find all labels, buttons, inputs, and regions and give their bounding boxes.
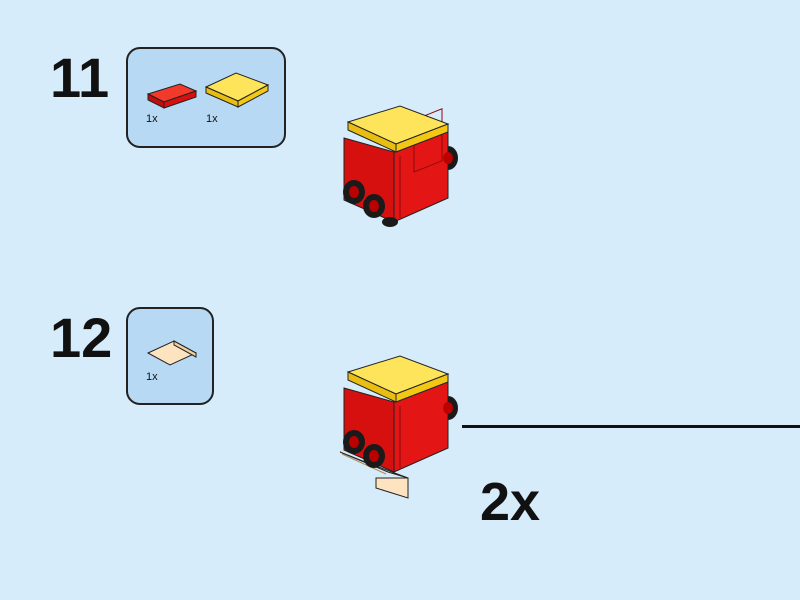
part-qty-red-tile: 1x [146,113,158,125]
assembled-model-step-11 [343,105,458,227]
part-qty-tan-slope: 1x [146,371,158,383]
red-tile-1x2-icon [146,83,198,109]
build-multiplier: 2x [480,472,541,532]
assembled-model-step-12 [339,355,458,499]
parts-callout-step-12: 1x [126,307,214,405]
yellow-tile-2x2-icon [204,72,270,108]
tan-slope-icon [146,340,198,366]
step-number-11: 11 [50,46,110,109]
parts-callout-step-11: 1x 1x [126,47,286,148]
step-number-12: 12 [50,306,113,369]
divider-line [462,425,800,428]
part-qty-yellow-tile: 1x [206,113,218,125]
